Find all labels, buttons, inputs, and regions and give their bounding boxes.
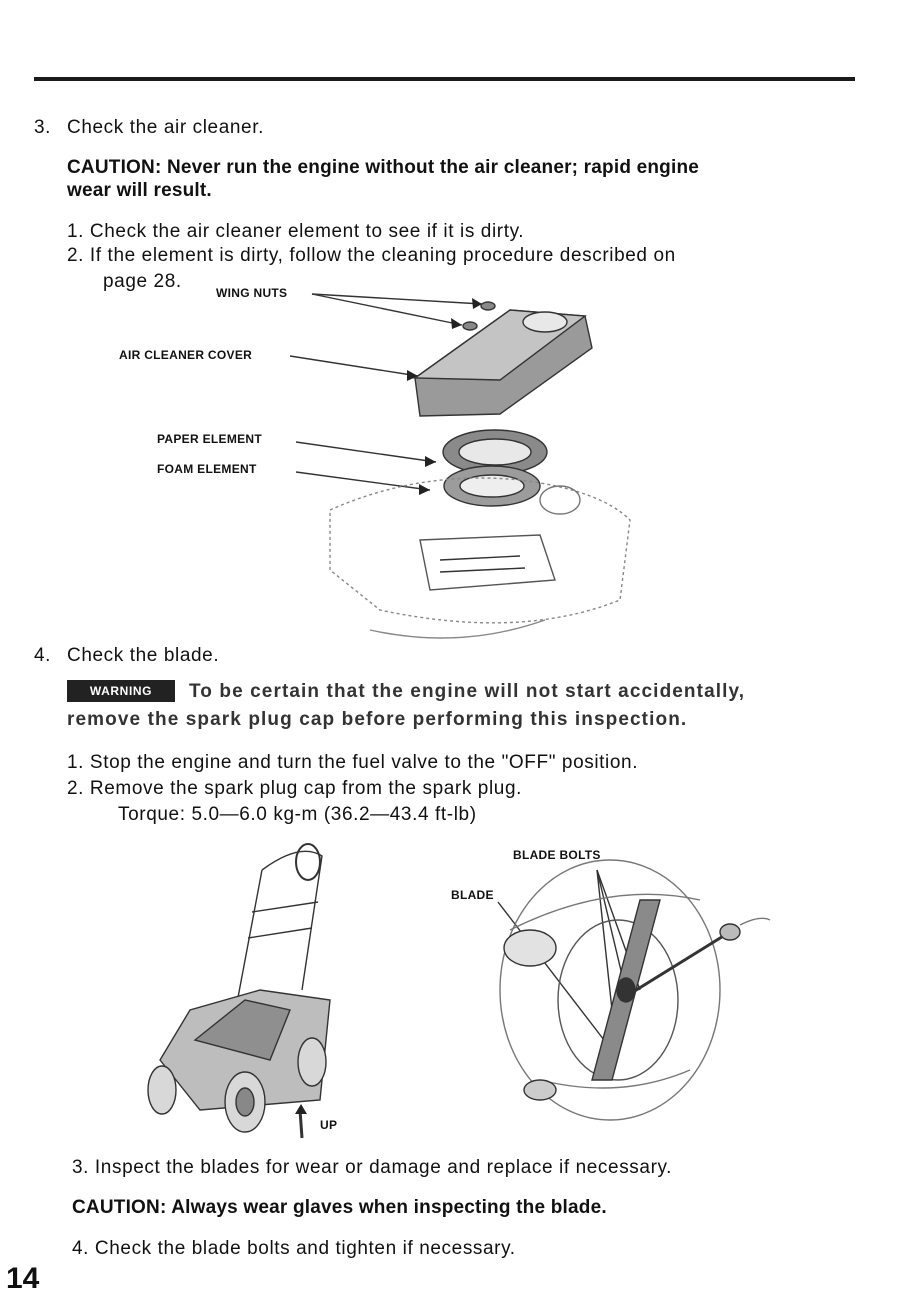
label-blade-bolts: BLADE BOLTS — [513, 848, 601, 862]
air-cleaner-substep-2-line-1: 2. If the element is dirty, follow the c… — [67, 245, 676, 266]
air-cleaner-illustration — [289, 293, 631, 639]
caution-air-cleaner-line-1: CAUTION: Never run the engine without th… — [67, 157, 700, 178]
blade-substep-1: 1. Stop the engine and turn the fuel val… — [67, 752, 639, 773]
step-3-number: 3. — [34, 117, 52, 138]
warning-line-1: To be certain that the engine will not s… — [189, 681, 746, 702]
lawnmower-illustration — [147, 843, 331, 1139]
step-4-number: 4. — [34, 645, 52, 666]
air-cleaner-substep-1: 1. Check the air cleaner element to see … — [67, 221, 525, 242]
label-paper-element: PAPER ELEMENT — [157, 432, 263, 446]
blade-substep-3: 3. Inspect the blades for wear or damage… — [72, 1157, 673, 1178]
label-wing-nuts: WING NUTS — [216, 286, 288, 300]
label-blade: BLADE — [451, 888, 494, 902]
step-4-text: Check the blade. — [67, 645, 220, 666]
page-number: 14 — [6, 1262, 40, 1295]
label-foam-element: FOAM ELEMENT — [157, 462, 257, 476]
caution-air-cleaner-line-2: wear will result. — [67, 180, 212, 201]
blade-substep-2: 2. Remove the spark plug cap from the sp… — [67, 778, 523, 799]
warning-badge: WARNING — [67, 680, 175, 702]
step-3-text: Check the air cleaner. — [67, 117, 264, 138]
caution-gloves: CAUTION: Always wear glaves when inspect… — [72, 1197, 607, 1218]
top-rule — [34, 77, 855, 81]
label-air-cleaner-cover: AIR CLEANER COVER — [119, 348, 253, 362]
blade-substep-4: 4. Check the blade bolts and tighten if … — [72, 1238, 516, 1259]
label-up: UP — [320, 1118, 338, 1132]
blade-illustration — [497, 859, 771, 1121]
torque-spec: Torque: 5.0—6.0 kg-m (36.2—43.4 ft-lb) — [118, 804, 477, 825]
warning-line-2: remove the spark plug cap before perform… — [67, 709, 688, 730]
air-cleaner-substep-2-line-2: page 28. — [103, 271, 182, 292]
